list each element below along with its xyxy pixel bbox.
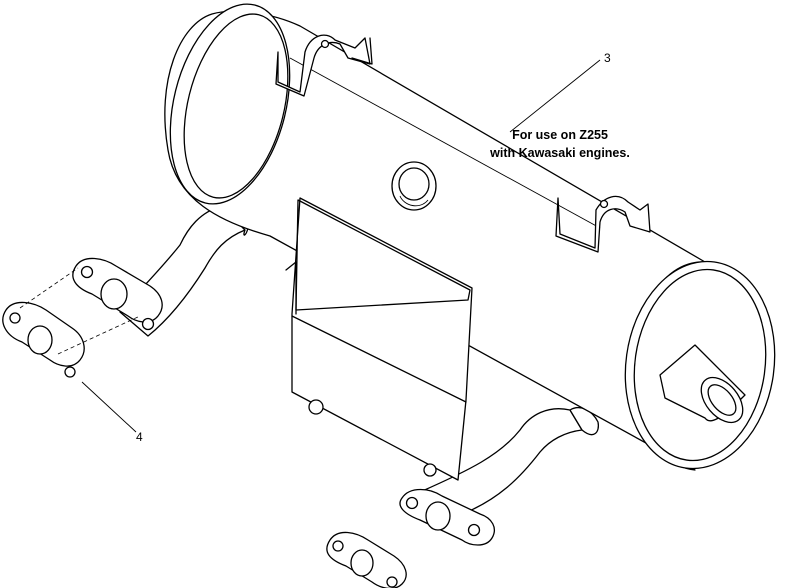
callout-gasket: 4: [136, 430, 143, 444]
usage-note-line1: For use on Z255: [512, 128, 608, 142]
lower-exhaust-pipe: [419, 407, 600, 516]
shield-mount-hole: [308, 399, 324, 415]
usage-note-line2: with Kawasaki engines.: [490, 146, 630, 160]
heat-shield: [285, 197, 473, 481]
leader-line-3: [509, 59, 601, 133]
shield-mount-hole: [423, 463, 437, 477]
gasket-upper: [2, 301, 85, 378]
alignment-line: [19, 267, 79, 309]
upper-flange: [72, 257, 163, 331]
mounting-bracket-right: [555, 195, 651, 253]
usage-note: For use on Z255 with Kawasaki engines.: [420, 126, 700, 162]
gasket-lower: [326, 531, 407, 588]
lower-flange: [399, 488, 495, 546]
tailpipe-outlet: [659, 344, 746, 424]
callout-muffler: 3: [604, 51, 611, 65]
fitting-boss: [391, 161, 437, 211]
mounting-bracket-left: [275, 34, 373, 97]
alignment-line: [57, 315, 141, 355]
leader-line-4: [81, 381, 137, 433]
